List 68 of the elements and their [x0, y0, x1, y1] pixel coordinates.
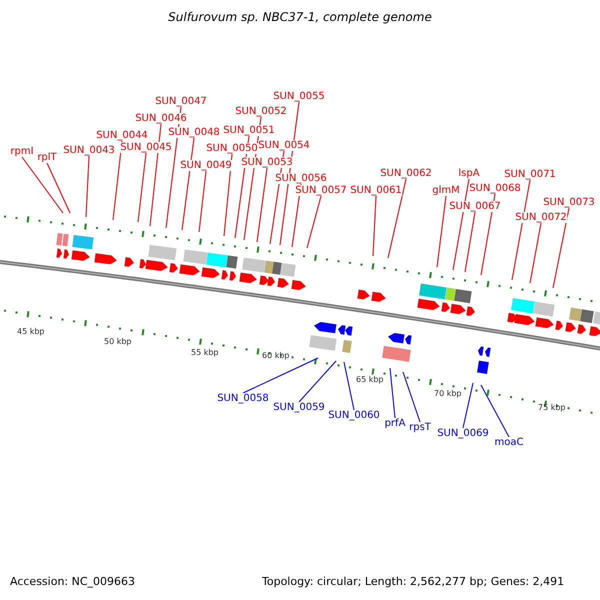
scale-label: 65 kbp — [356, 374, 384, 386]
gene-label: rplT — [37, 152, 57, 163]
gene-label: SUN_0044 — [96, 130, 148, 141]
leader-line — [198, 170, 206, 232]
leader-line — [344, 362, 354, 410]
scale-label: 60 kbp — [262, 350, 290, 362]
leader-line — [390, 368, 396, 418]
gene-label: SUN_0072 — [515, 212, 567, 223]
leader-line — [402, 372, 420, 422]
leader-line — [464, 212, 476, 272]
title: Sulfurovum sp. NBC37-1, complete genome — [167, 11, 433, 23]
leader-line — [86, 156, 90, 218]
gene-label: SUN_0050 — [206, 143, 258, 154]
leader-line — [512, 180, 530, 280]
leader-line — [372, 196, 376, 256]
scale-label: 75 kbp — [538, 402, 566, 414]
gene-label: lspA — [458, 168, 480, 179]
leader-line — [46, 162, 70, 214]
scale-label: 55 kbp — [191, 347, 219, 359]
gene-label: SUN_0049 — [180, 160, 232, 171]
gene-label: SUN_0048 — [168, 127, 220, 138]
gene-label: SUN_0054 — [258, 140, 310, 151]
gene-label: SUN_0051 — [223, 125, 275, 136]
gene-label: prfA — [384, 418, 406, 429]
gene-label: SUN_0061 — [350, 185, 402, 196]
gene-label: rpsT — [409, 422, 431, 433]
leader-line — [256, 168, 268, 242]
scale-label: 70 kbp — [434, 388, 462, 400]
gene-label: SUN_0058 — [217, 393, 269, 404]
gene-label: SUN_0052 — [235, 106, 287, 117]
leader-line — [452, 178, 470, 270]
gene-label: moaC — [494, 437, 524, 448]
leader-line — [462, 382, 474, 428]
gene-label: SUN_0068 — [469, 183, 521, 194]
leader-line — [150, 124, 162, 226]
gene-label: SUN_0053 — [241, 157, 293, 168]
leader-line — [436, 196, 446, 268]
scale-label: 50 kbp — [104, 336, 132, 348]
gene-label: SUN_0047 — [155, 96, 207, 107]
gene-label: SUN_0069 — [437, 428, 489, 439]
leader-line — [388, 178, 406, 258]
gene-label: SUN_0043 — [63, 145, 115, 156]
gene-label: SUN_0062 — [380, 168, 432, 179]
accession-text: Accession: NC_009663 — [10, 576, 136, 588]
gene-label: SUN_0060 — [328, 410, 380, 421]
leader-line — [138, 152, 146, 222]
gene-label: SUN_0045 — [120, 142, 172, 153]
leader-line — [530, 222, 542, 284]
leader-line — [22, 156, 64, 214]
gene-label: SUN_0056 — [275, 173, 327, 184]
gene-label: SUN_0073 — [543, 197, 595, 208]
leader-line — [298, 360, 336, 402]
gene-label: SUN_0071 — [504, 169, 556, 180]
genome-info-text: Topology: circular; Length: 2,562,277 bp; Genes: 2,491 — [262, 576, 564, 588]
gene-label: SUN_0059 — [273, 402, 325, 413]
leader-line — [242, 358, 318, 394]
gene-label: rpmI — [10, 146, 34, 157]
gene-label: SUN_0057 — [295, 185, 347, 196]
leader-line — [306, 196, 322, 248]
leader-line — [182, 138, 194, 230]
gene-label: glmM — [432, 185, 460, 196]
leader-line — [552, 208, 570, 288]
scale-label: 45 kbp — [17, 326, 45, 338]
leader-line — [480, 384, 510, 438]
leader-line — [224, 154, 232, 236]
gene-label: SUN_0055 — [273, 91, 325, 102]
gene-label: SUN_0067 — [449, 201, 501, 212]
gene-label: SUN_0046 — [135, 113, 187, 124]
